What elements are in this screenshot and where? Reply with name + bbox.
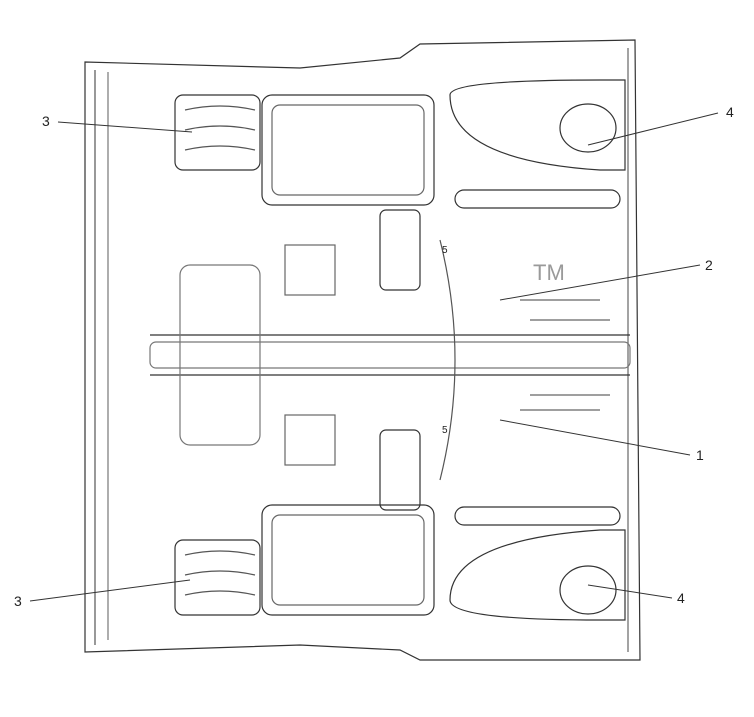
leader-4-bottom [587,584,673,599]
seat-frame-top [261,94,435,206]
spare-disc-bottom [559,565,617,615]
leader-2 [499,264,701,301]
spare-disc-top [559,103,617,153]
leader-4-top [587,112,719,146]
pan-ribs-top [184,105,256,151]
floor-panel-drawing [84,39,641,661]
tunnel-inner [149,341,631,369]
callout-2: 2 [705,257,713,273]
seat-frame-top-inner [271,104,425,196]
leader-1 [499,419,691,456]
callout-4-top: 4 [726,104,734,120]
pan-front-top [174,94,261,171]
callout-3-top: 3 [42,113,50,129]
leader-3-top [57,121,193,133]
leaders [29,112,719,602]
pan-ribs-bottom [184,550,256,596]
wheel-well-bottom [449,529,626,621]
callout-3-bottom: 3 [14,593,22,609]
pan-front-bottom [174,539,261,616]
seat-frame-bottom-inner [271,514,425,606]
front-floor-pan [179,264,261,446]
plate-top [284,244,336,296]
watermark-tm: TM [533,260,565,285]
leader-3-bottom [29,579,191,602]
crossmember-curve [439,239,456,481]
plate-bottom [284,414,336,466]
callout-5-bottom: 5 [442,425,448,436]
bracket-bottom [379,429,421,511]
wheel-well-top [449,79,626,171]
slot-top [454,189,621,209]
seat-frame-bottom [261,504,435,616]
tunnel [150,334,630,376]
callout-5-top: 5 [442,245,448,256]
slot-bottom [454,506,621,526]
rear-ribs [520,299,610,411]
callout-1: 1 [696,447,704,463]
bracket-top [379,209,421,291]
floor-outline [84,39,641,661]
callout-4-bottom: 4 [677,590,685,606]
